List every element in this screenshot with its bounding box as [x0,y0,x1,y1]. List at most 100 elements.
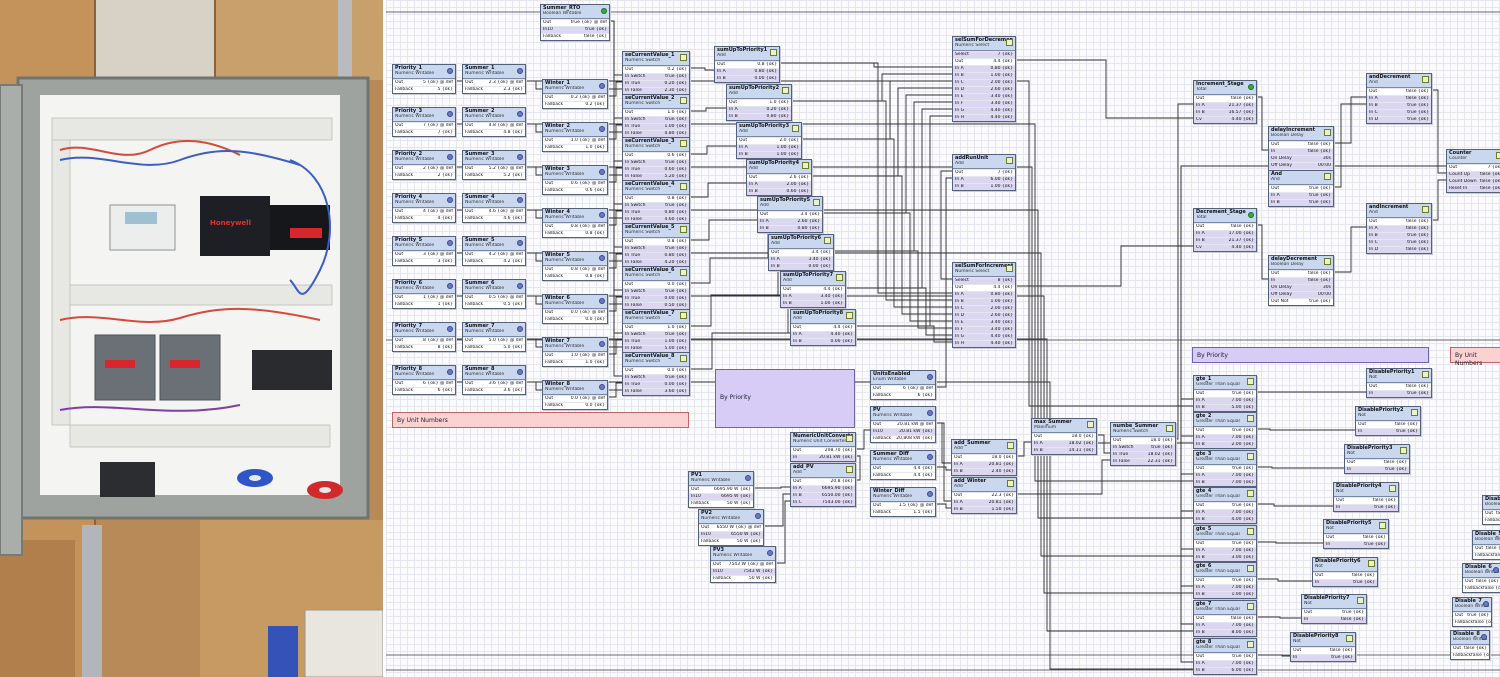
label-by-unit-numbers-right[interactable]: By Unit Numbers [1450,347,1500,367]
block-header[interactable]: Disable_4Boolean Writable [1483,496,1500,510]
